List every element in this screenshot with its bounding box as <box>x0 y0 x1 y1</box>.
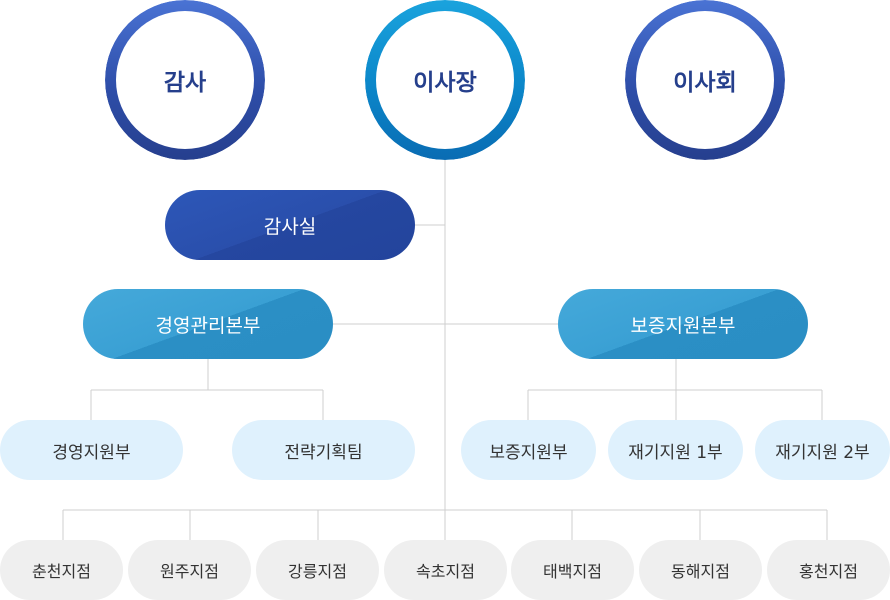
branch-node: 춘천지점 <box>0 540 123 600</box>
audit-office-node: 감사실 <box>165 190 415 260</box>
guarantee-division-node: 보증지원본부 <box>558 289 808 359</box>
team-restart-support-2: 재기지원 2부 <box>755 420 890 480</box>
board-label: 이사회 <box>673 70 737 96</box>
management-division-node: 경영관리본부 <box>83 289 333 359</box>
branch-label: 속초지점 <box>416 562 475 581</box>
audit-label: 감사 <box>163 70 207 96</box>
board-node: 이사회 <box>625 0 785 160</box>
branch-label: 홍천지점 <box>799 562 858 581</box>
team-label: 보증지원부 <box>489 442 568 463</box>
branch-label: 원주지점 <box>160 562 219 581</box>
chairman-node: 이사장 <box>365 0 525 160</box>
chairman-label: 이사장 <box>413 70 477 96</box>
branch-label: 태백지점 <box>543 562 602 581</box>
branch-node: 속초지점 <box>384 540 507 600</box>
branch-node: 원주지점 <box>128 540 251 600</box>
branch-node: 태백지점 <box>511 540 634 600</box>
branch-node: 강릉지점 <box>256 540 379 600</box>
team-management-support: 경영지원부 <box>0 420 183 480</box>
branch-node: 홍천지점 <box>767 540 890 600</box>
branch-label: 춘천지점 <box>32 562 91 581</box>
branch-node: 동해지점 <box>639 540 762 600</box>
audit-node: 감사 <box>105 0 265 160</box>
branch-label: 동해지점 <box>671 562 730 581</box>
team-label: 경영지원부 <box>52 442 131 463</box>
audit-office-label: 감사실 <box>263 215 317 238</box>
guarantee-division-label: 보증지원본부 <box>630 314 736 337</box>
team-label: 재기지원 2부 <box>775 442 870 463</box>
team-strategy-planning: 전략기획팀 <box>232 420 415 480</box>
team-label: 재기지원 1부 <box>628 442 723 463</box>
team-label: 전략기획팀 <box>284 442 363 463</box>
team-guarantee-support: 보증지원부 <box>461 420 596 480</box>
team-restart-support-1: 재기지원 1부 <box>608 420 743 480</box>
management-division-label: 경영관리본부 <box>155 314 261 337</box>
branch-label: 강릉지점 <box>288 562 347 581</box>
